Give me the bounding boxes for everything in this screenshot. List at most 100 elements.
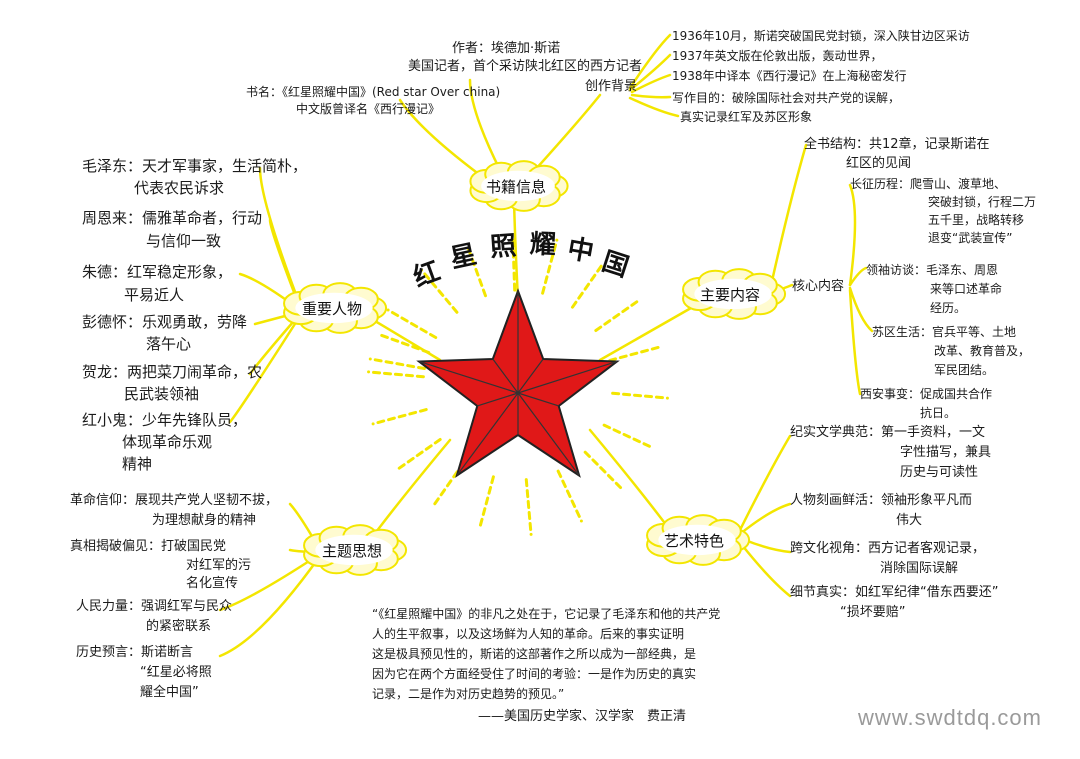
theme-line: “红星必将照 [140, 665, 212, 680]
cloud-shape [469, 160, 569, 212]
connector-line [848, 286, 874, 333]
person-line: 与信仰一致 [146, 232, 222, 250]
theme-line: 对红军的污 [186, 558, 252, 573]
connector-line [848, 183, 857, 287]
theme-line: 名化宣传 [186, 576, 239, 591]
cloud-center [658, 524, 736, 556]
star-facet-line [456, 392, 519, 476]
star-facet-line [492, 358, 519, 394]
creation-background-label: 创作背景 [585, 79, 638, 94]
soviet-line: 苏区生活：官兵平等、土地 [872, 325, 1017, 339]
ray-line [583, 450, 626, 493]
theme-line: 真相揭破偏见：打破国民党 [70, 539, 227, 554]
quote-attribution: ——美国历史学家、汉学家 费正清 [478, 709, 687, 724]
art-line: 细节真实：如红军纪律“借东西要还” [790, 585, 999, 600]
connector-line [468, 78, 502, 172]
title-char: 耀 [529, 229, 557, 261]
bg-line: 1938年中译本《西行漫记》在上海秘密发行 [672, 69, 907, 83]
connector-line [768, 143, 808, 292]
ray-line [386, 308, 438, 339]
leaders-line: 领袖访谈：毛泽东、周恩 [866, 263, 999, 277]
connector-line [628, 96, 680, 118]
ray-line [393, 437, 442, 473]
cloud-shape [646, 514, 751, 566]
person-line: 落午心 [146, 335, 192, 353]
ray-line [511, 233, 517, 292]
connector-line [848, 266, 868, 287]
connector-line [228, 314, 302, 424]
node-book-info: 书籍信息 [486, 178, 547, 196]
connector-line [738, 434, 792, 532]
connector-line [848, 288, 862, 396]
ray-line [602, 423, 656, 450]
art-line: 消除国际误解 [880, 561, 959, 576]
content-structure: 全书结构：共12章，记录斯诺在 [804, 137, 990, 152]
connector-line [630, 73, 672, 94]
art-line: 跨文化视角：西方记者客观记录， [790, 541, 986, 556]
branch-connectors [218, 33, 874, 658]
person-line: 民武装领袖 [124, 385, 200, 403]
soviet-line: 军民团结。 [934, 363, 995, 377]
ray-line [465, 242, 488, 298]
book-author: 作者：埃德加·斯诺 [452, 41, 561, 56]
person-line: 毛泽东：天才军事家，生活简朴， [82, 157, 308, 175]
bg-line: 写作目的：破除国际社会对共产党的误解， [672, 91, 901, 105]
node-important-people: 重要人物 [302, 300, 363, 318]
ray-line [375, 332, 431, 355]
yellow-rays [367, 233, 669, 536]
content-structure-2: 红区的见闻 [846, 156, 912, 171]
person-line: 平易近人 [124, 286, 185, 304]
cloud-shape [283, 282, 388, 334]
node-theme: 主题思想 [322, 542, 383, 560]
watermark: www.swdtdq.com [858, 705, 1042, 730]
theme-line: 人民力量：强调红军与民众 [76, 599, 233, 614]
person-line: 贺龙：两把菜刀闹革命，农 [82, 363, 263, 381]
long-march-line: 退变“武装宣传” [928, 231, 1013, 245]
connector-line [218, 552, 322, 612]
bg-line: 1937年英文版在伦敦出版，轰动世界， [672, 49, 883, 63]
ray-line [541, 238, 559, 295]
star-facet-line [517, 360, 618, 394]
ray-line [477, 475, 495, 532]
star-facet-line [477, 392, 519, 407]
art-line: 人物刻画鲜活：领袖形象平凡而 [790, 493, 973, 508]
ray-line [430, 461, 466, 510]
connector-line [740, 543, 792, 598]
cloud-center [481, 170, 555, 202]
quote-line: 记录，二是作为对历史趋势的预见。” [372, 687, 565, 701]
connector-line [258, 166, 302, 307]
connector-line [533, 93, 602, 172]
art-line: 伟大 [896, 513, 923, 528]
theme-line: 耀全中国” [140, 685, 199, 700]
connector-line [743, 538, 792, 554]
ray-line [371, 408, 428, 426]
theme-line: 的紧密联系 [146, 619, 212, 634]
connector-line [628, 33, 672, 90]
person-line: 周恩来：儒雅革命者，行动 [82, 209, 263, 227]
quote-line: 人的生平叙事，以及这场鲜为人知的革命。后来的事实证明 [372, 627, 685, 641]
art-line: 历史与可读性 [900, 465, 979, 480]
book-title-alias: 中文版曾译名《西行漫记》 [296, 102, 441, 116]
art-line: 字性描写，兼具 [900, 445, 992, 460]
red-star [416, 288, 620, 478]
node-main-content: 主要内容 [700, 286, 761, 304]
person-line: 精神 [122, 455, 153, 473]
ray-line [611, 391, 669, 400]
leaders-line: 经历。 [930, 301, 967, 315]
connector-line [398, 98, 482, 177]
cloud-shape [682, 268, 787, 320]
ray-line [570, 260, 606, 309]
art-line: “损坏要赔” [840, 605, 906, 620]
long-march-line: 五千里，战略转移 [928, 213, 1025, 227]
star-facet-line [517, 392, 580, 476]
ray-line [368, 357, 426, 371]
book-title-line: 书名：《红星照耀中国》(Red star Over china) [246, 85, 501, 99]
person-line: 代表农民诉求 [134, 179, 225, 197]
ray-line [367, 370, 425, 379]
ray-line [524, 478, 533, 536]
connector-line [588, 428, 672, 532]
quote-line: “《红星照耀中国》的非凡之处在于，它记录了毛泽东和他的共产党 [372, 607, 721, 621]
bg-line: 真实记录红军及苏区形象 [680, 110, 813, 124]
theme-line: 革命信仰：展现共产党人坚韧不拔， [70, 493, 279, 508]
